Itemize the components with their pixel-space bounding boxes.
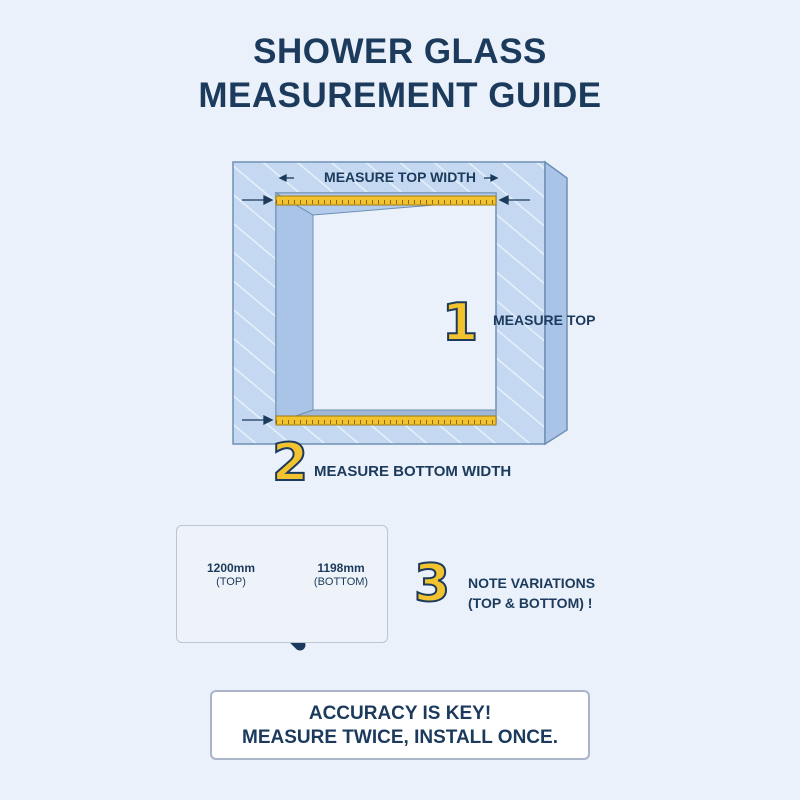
step-1-number: 1 (441, 293, 479, 353)
footer-line-1: ACCURACY IS KEY! (308, 703, 492, 724)
footer-callout: ACCURACY IS KEY! MEASURE TWICE, INSTALL … (210, 690, 590, 760)
step-1-label: MEASURE TOP (493, 312, 596, 328)
top-tape-measure (275, 195, 497, 206)
footer-line-2: MEASURE TWICE, INSTALL ONCE. (242, 727, 558, 748)
bottom-tape-measure (275, 415, 497, 426)
bottom-measurement: 1198mm (BOTTOM) (306, 561, 376, 589)
title-line-1: SHOWER GLASS (253, 32, 547, 71)
bottom-measurement-value: 1198mm (317, 561, 365, 575)
step-2-label: MEASURE BOTTOM WIDTH (314, 463, 512, 480)
step-3-label-line-1: NOTE VARIATIONS (468, 575, 596, 591)
page-title: SHOWER GLASS MEASUREMENT GUIDE (0, 30, 800, 118)
step-2-number: 2 (271, 433, 309, 493)
top-width-label: MEASURE TOP WIDTH (324, 169, 476, 185)
variation-card (176, 525, 388, 643)
top-measurement-value: 1200mm (206, 561, 256, 575)
step-3-number: 3 (413, 554, 451, 614)
step-3-label-line-2: (TOP & BOTTOM) ! (468, 595, 593, 611)
bottom-measurement-caption: (BOTTOM) (313, 576, 369, 588)
top-measurement-caption: (TOP) (216, 576, 246, 588)
top-width-arrows (242, 173, 530, 426)
step-3-label: NOTE VARIATIONS (TOP & BOTTOM) ! (468, 573, 595, 613)
top-measurement: 1200mm (TOP) (196, 561, 266, 589)
title-line-2: MEASUREMENT GUIDE (198, 76, 602, 115)
